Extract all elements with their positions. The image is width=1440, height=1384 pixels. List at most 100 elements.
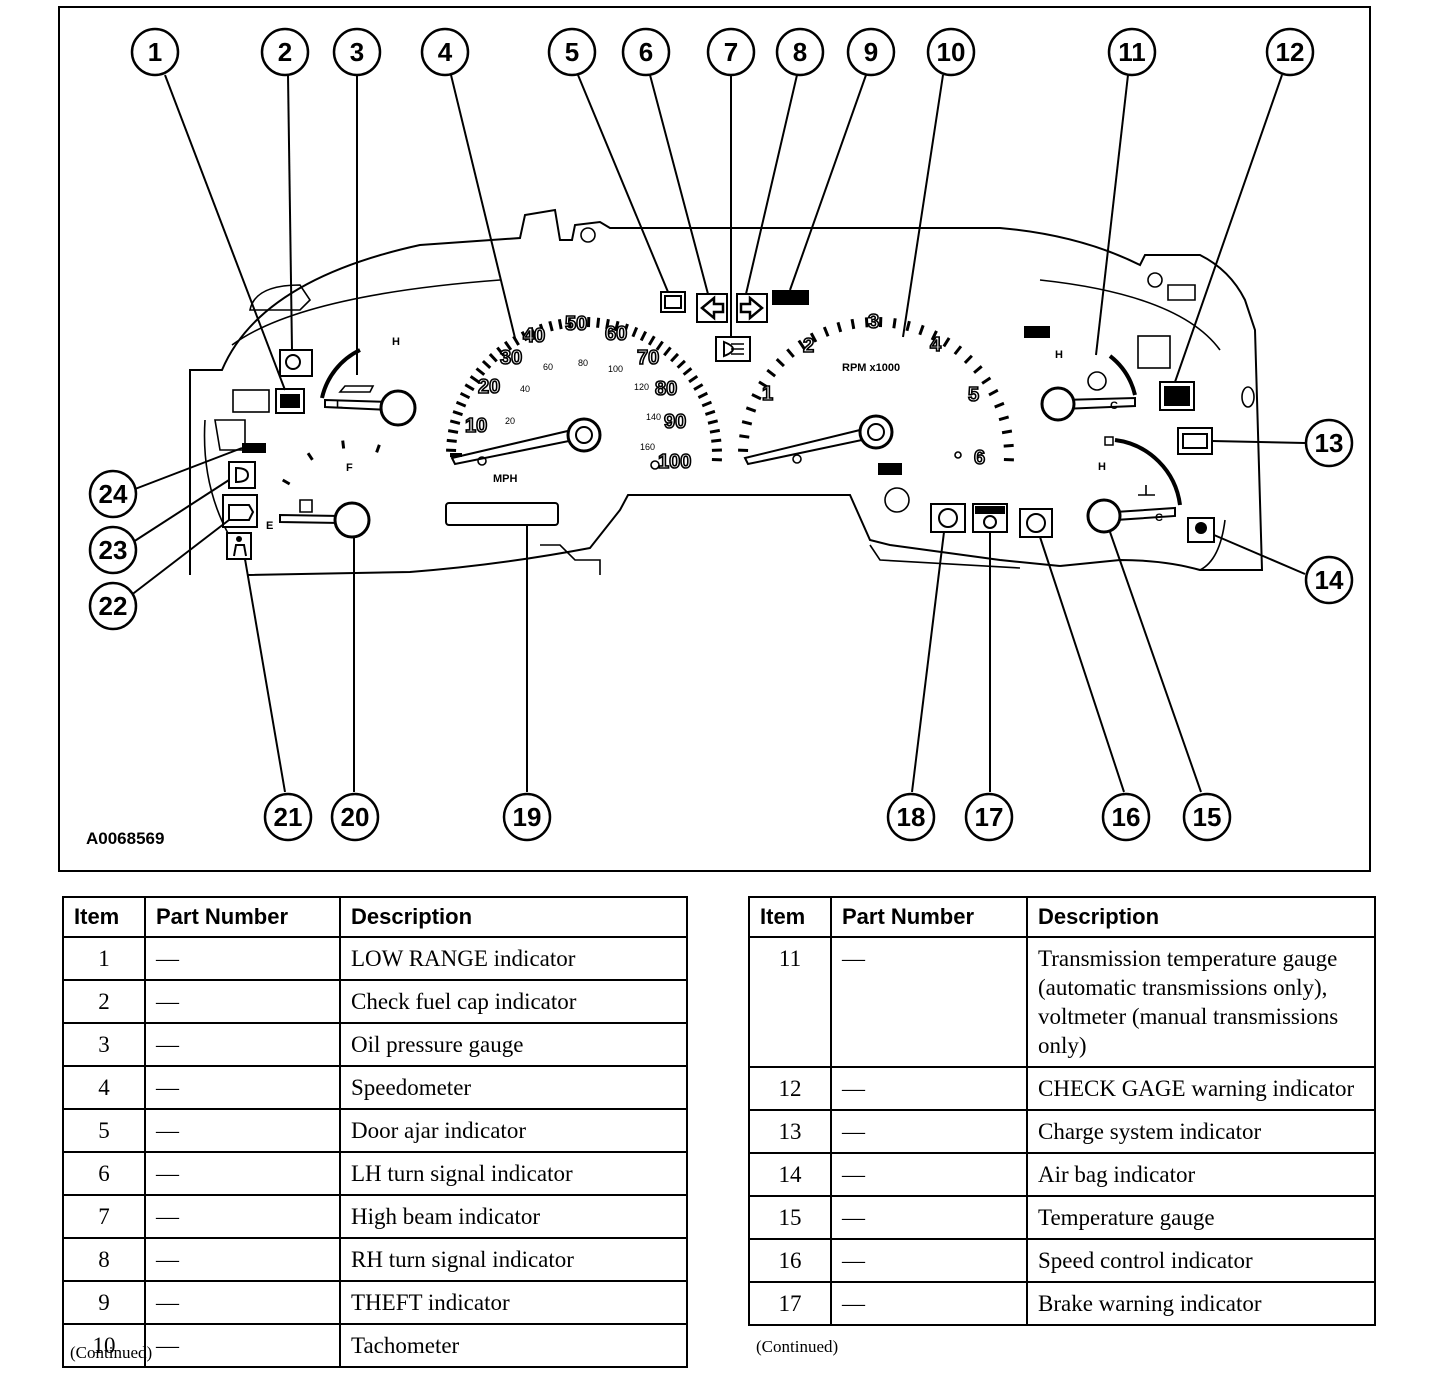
callout: 12 [1265,27,1315,77]
callout: 8 [775,27,825,77]
tachometer-scale-label: 5 [968,384,979,406]
gauge-tick [688,374,699,384]
gauge-tick [809,332,818,343]
callout: 15 [1182,792,1232,842]
tachometer-ticks [738,317,1014,462]
callout: 16 [1101,792,1151,842]
item-cell: 10 [62,1323,146,1368]
description-cell: Check fuel cap indicator [339,979,688,1024]
gauge-tick [670,352,680,363]
description-cell: Transmission temperature gauge (automati… [1026,936,1376,1068]
speedometer-scale-label: 100 [658,451,691,473]
callout: 11 [1107,27,1157,77]
part-number-cell: — [144,1323,341,1368]
gauge-tick [605,318,610,330]
gauge-tick [905,320,911,332]
oil-gauge-low-label: L [336,399,343,411]
parts-table-right-body: 11—Transmission temperature gauge (autom… [748,936,1376,1326]
table-row: 17—Brake warning indicator [748,1281,1376,1326]
tachometer-scale-label: 6 [974,447,985,469]
speedometer-scale-label: 30 [500,347,522,369]
callout-number: 4 [438,37,453,67]
engine-temperature-gauge: H C [1086,436,1182,534]
table-row: 8—RH turn signal indicator [62,1237,688,1282]
item-cell: 9 [62,1280,146,1325]
speedometer-kmh-label: 160 [640,442,655,452]
gauge-tick [503,340,513,351]
callout: 6 [621,27,671,77]
check-engine-icon [222,494,258,528]
gauge-tick [655,340,664,351]
gauge-tick [469,375,480,384]
speedometer-kmh-label: 20 [505,416,515,426]
callout-number: 12 [1276,37,1305,67]
four-by-four-icon [242,443,266,453]
gauge-tick [963,354,973,364]
gauge-tick [548,320,554,332]
gauge-tick [647,335,656,346]
description-cell: Brake warning indicator [1026,1281,1376,1326]
callout-number: 21 [274,802,303,832]
tachometer-scale-label: 2 [803,335,814,357]
table-row: 3—Oil pressure gauge [62,1022,688,1067]
speedometer-scale-label: 20 [478,376,500,398]
table-row: 16—Speed control indicator [748,1238,1376,1283]
item-cell: 15 [748,1195,832,1240]
item-cell: 13 [748,1109,832,1154]
speedometer-scale-label: 60 [605,323,627,345]
part-number-cell: — [144,1022,341,1067]
gauge-tick [567,317,572,328]
callout: 7 [706,27,756,77]
seat-belt-icon [226,532,252,560]
item-cell: 4 [62,1065,146,1110]
speedometer-kmh-label: 60 [543,362,553,372]
trans-temp-high-label: H [1055,349,1063,361]
air-bag-icon [1187,517,1215,543]
callout: 2 [260,27,310,77]
gauge-tick [452,410,463,417]
table-header-row: Item Part Number Description [62,896,688,938]
gauge-tick [850,318,856,330]
callout-number: 20 [341,802,370,832]
header-item: Item [62,896,146,938]
header-description: Description [1026,896,1376,938]
gauge-tick [697,391,709,399]
gauge-tick [822,326,830,337]
left-arrow-icon [696,293,728,323]
battery-icon [1177,427,1213,455]
part-number-cell: — [144,1151,341,1196]
gauge-tick [864,317,869,328]
low-range-icon [275,388,305,414]
speedometer-scale-label: 70 [637,347,659,369]
table-row: 5—Door ajar indicator [62,1108,688,1153]
callout-number: 5 [565,37,579,67]
header-part-number: Part Number [830,896,1028,938]
oil-pressure-gauge: H L [320,336,417,427]
callout-number: 15 [1193,802,1222,832]
tachometer-unit: RPM x1000 [842,362,900,374]
gauge-tick [981,376,992,385]
parts-table-left: Item Part Number Description 1—LOW RANGE… [62,896,688,1368]
item-cell: 17 [748,1281,832,1326]
part-number-cell: — [830,936,1028,1068]
part-number-cell: — [830,1152,1028,1197]
leader-lines [129,74,1306,793]
table-row: 6—LH turn signal indicator [62,1151,688,1196]
callout-number: 8 [793,37,807,67]
part-number-cell: — [830,1281,1028,1326]
gauge-tick [455,400,467,408]
callout-number: 7 [724,37,738,67]
callout-number: 18 [897,802,926,832]
table-row: 4—Speedometer [62,1065,688,1110]
speedometer-unit: MPH [493,473,518,485]
table-header-row: Item Part Number Description [748,896,1376,938]
speedometer-ticks [446,317,722,462]
item-cell: 6 [62,1151,146,1196]
description-cell: Speed control indicator [1026,1238,1376,1283]
tachometer-scale-label: 4 [930,334,942,356]
gauge-tick [459,391,471,400]
callout: 18 [886,792,936,842]
table-row: 1—LOW RANGE indicator [62,936,688,981]
speedometer-kmh-label: 140 [646,412,661,422]
item-cell: 12 [748,1066,832,1111]
